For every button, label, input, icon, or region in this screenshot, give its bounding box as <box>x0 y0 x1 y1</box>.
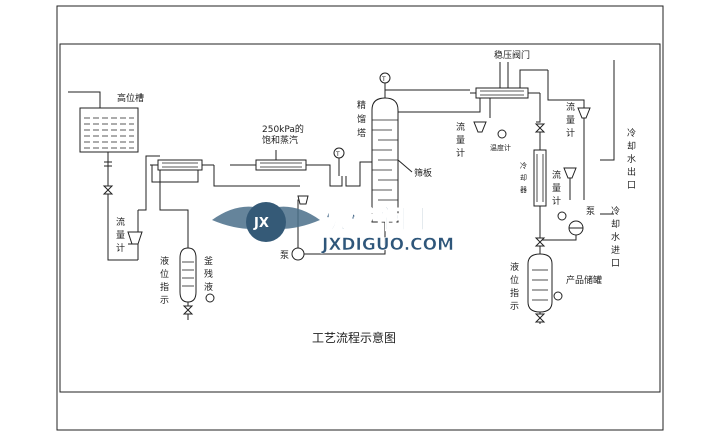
pipe-reflux <box>398 98 481 113</box>
product-tank-label: 产品储罐 <box>566 274 602 286</box>
inner-frame <box>59 43 661 393</box>
pipe-bottoms <box>304 222 386 255</box>
pump-left-label: 泵 <box>280 250 289 261</box>
high-tank <box>68 91 139 153</box>
flowmeter-tr-label-2: 量 <box>566 115 575 126</box>
lvl-left-2: 位 <box>160 268 169 280</box>
flowmeter-mid-label-2: 量 <box>456 135 465 146</box>
cw-in-3: 水 <box>611 231 620 243</box>
cw-in-2: 却 <box>611 219 620 230</box>
cw-out-2: 却 <box>627 141 636 152</box>
flowmeter-tr-label-1: 流 <box>566 101 575 113</box>
residue-2: 残 <box>204 268 213 280</box>
pump-right-label: 泵 <box>586 206 595 217</box>
flowmeter-left-label-1: 流 <box>116 216 125 228</box>
cooler-label-1: 冷 <box>520 161 527 170</box>
lvl-left-1: 液 <box>160 255 169 267</box>
residue-tank <box>179 247 197 303</box>
pressure-valve-label: 稳压阀门 <box>494 49 530 61</box>
flowmeter-top-right <box>577 107 591 119</box>
cooler-label-2: 却 <box>520 173 527 182</box>
flowmeter-right-label-3: 计 <box>552 195 561 207</box>
cw-out-3: 水 <box>627 153 636 165</box>
tower-label-2: 馏 <box>357 113 366 125</box>
cw-out-5: 口 <box>627 181 636 191</box>
lvl-right-2: 位 <box>510 274 519 286</box>
lvl-left-4: 示 <box>160 296 169 306</box>
lvl-left-3: 指 <box>160 281 169 293</box>
valve-residue <box>182 305 194 315</box>
cw-out-4: 出 <box>627 166 636 178</box>
flowmeter-right-label-2: 量 <box>552 183 561 194</box>
pipe-vapor <box>384 89 470 98</box>
condenser-top <box>470 87 540 99</box>
outer-frame <box>56 5 664 431</box>
residue-1: 釜 <box>204 255 213 267</box>
valve-product-bottom <box>534 313 546 323</box>
cooler-label-3: 器 <box>520 186 527 194</box>
watermark-en: JXDIGUO.COM <box>321 235 454 255</box>
pipe-tower-feed <box>318 164 343 187</box>
flowmeter-mid-label-3: 计 <box>456 147 465 159</box>
flowmeter-right <box>563 167 577 179</box>
thermo-top-mark: T <box>381 76 386 83</box>
steam-label-1: 250kPa的 <box>262 123 304 135</box>
lvl-right-4: 示 <box>510 302 519 312</box>
lvl-right-3: 指 <box>510 287 519 299</box>
watermark-logo-text: JX <box>253 216 269 231</box>
residue-3: 液 <box>204 281 213 293</box>
steam-label-2: 饱和蒸汽 <box>262 134 298 146</box>
watermark-cn: 机械帝国 <box>322 204 426 235</box>
flowmeter-tr-label-3: 计 <box>566 127 575 139</box>
flowmeter-mid <box>473 121 487 133</box>
cw-out-1: 冷 <box>627 127 636 139</box>
preheater-steam <box>244 159 318 171</box>
flowmeter-left-label-2: 量 <box>116 230 125 241</box>
valve-product <box>534 237 546 247</box>
cw-in-1: 冷 <box>611 205 620 217</box>
pipe-cooling-out <box>600 60 615 161</box>
watermark-logo: JX <box>212 202 320 242</box>
flowmeter-mid-label-1: 流 <box>456 121 465 133</box>
cooler <box>533 149 547 207</box>
tower-label-3: 塔 <box>357 127 366 139</box>
flowmeter-left <box>127 210 143 260</box>
sieve-plate-label: 筛板 <box>414 167 432 179</box>
valve-right-top <box>534 123 546 133</box>
thermo-feed-mark: T <box>335 151 340 158</box>
diagram-title: 工艺流程示意图 <box>312 330 396 345</box>
flowmeter-left-label-3: 计 <box>116 242 125 254</box>
tower-label-1: 精 <box>357 99 366 111</box>
thermo-right <box>557 211 567 221</box>
thermometer-mid <box>497 129 507 139</box>
flowmeter-right-label-1: 流 <box>552 169 561 181</box>
cw-in-4: 进 <box>611 245 620 256</box>
high-tank-label: 高位槽 <box>117 92 144 104</box>
preheater-left <box>150 159 214 171</box>
distillation-tower <box>371 97 399 223</box>
thermometer-label: 温度计 <box>490 143 511 152</box>
valve-left <box>102 185 114 195</box>
product-tank <box>527 253 553 313</box>
cw-in-5: 口 <box>611 259 620 269</box>
pump-left <box>291 247 305 261</box>
lvl-right-1: 液 <box>510 261 519 273</box>
pipe-feed <box>138 155 160 211</box>
